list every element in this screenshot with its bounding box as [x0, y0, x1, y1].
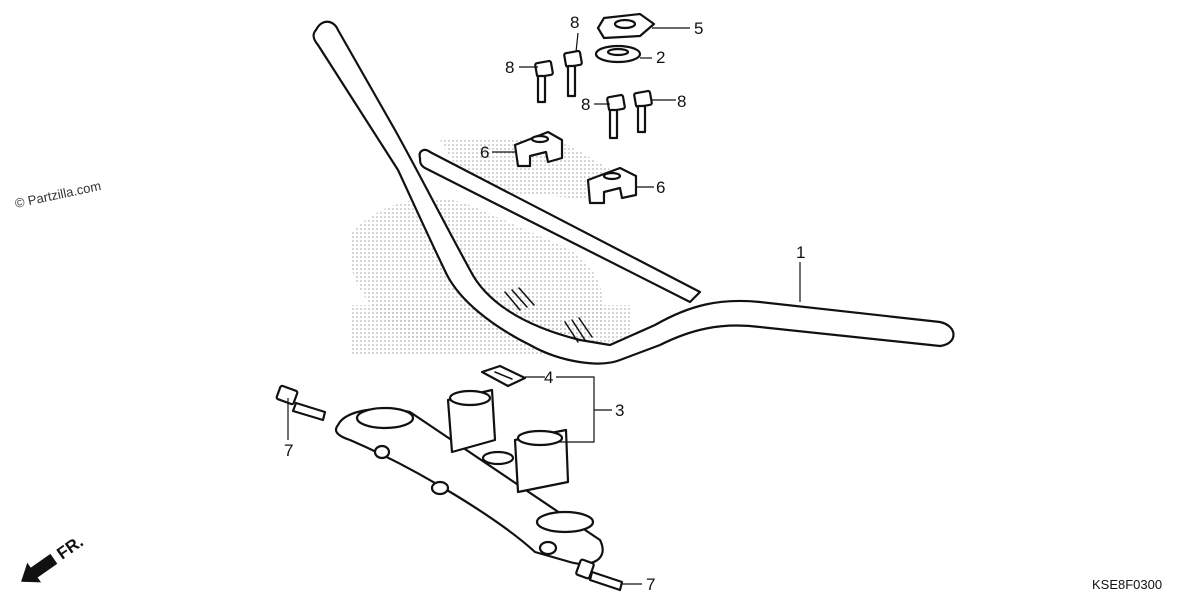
rubber-bushing — [480, 364, 527, 388]
upper-holder-left — [513, 130, 564, 168]
bolt-upper-3 — [606, 93, 626, 140]
callout-8-d: 8 — [677, 92, 686, 111]
callout-7-right: 7 — [646, 575, 655, 594]
callout-6-right: 6 — [656, 178, 665, 197]
diagram-code: KSE8F0300 — [1092, 577, 1162, 592]
washer — [594, 44, 642, 64]
upper-holder-right — [586, 166, 638, 205]
bolt-upper-2 — [563, 49, 583, 98]
callout-4: 4 — [544, 368, 553, 387]
callout-8-b: 8 — [505, 58, 514, 77]
callout-8-c: 8 — [581, 95, 590, 114]
flange-bolt-right — [575, 558, 624, 592]
callout-5: 5 — [694, 19, 703, 38]
callout-3: 3 — [615, 401, 624, 420]
partzilla-watermark: © Partzilla.com — [14, 178, 103, 211]
flange-bolt-left — [275, 384, 327, 422]
callout-7-left: 7 — [284, 441, 293, 460]
top-bridge — [334, 388, 604, 566]
callout-8-a: 8 — [570, 13, 579, 32]
direction-label: FR. — [53, 532, 86, 563]
handlebar-nut — [596, 12, 656, 40]
leader-lines — [287, 27, 801, 585]
bolt-upper-1 — [534, 59, 554, 104]
bolt-upper-4 — [633, 89, 653, 134]
handlebar — [312, 20, 955, 365]
callout-1: 1 — [796, 243, 805, 262]
callout-6-left: 6 — [480, 143, 489, 162]
callouts: 1 2 3 4 5 6 6 7 7 8 8 8 8 — [284, 13, 805, 594]
front-direction-arrow — [21, 553, 58, 583]
callout-2: 2 — [656, 48, 665, 67]
